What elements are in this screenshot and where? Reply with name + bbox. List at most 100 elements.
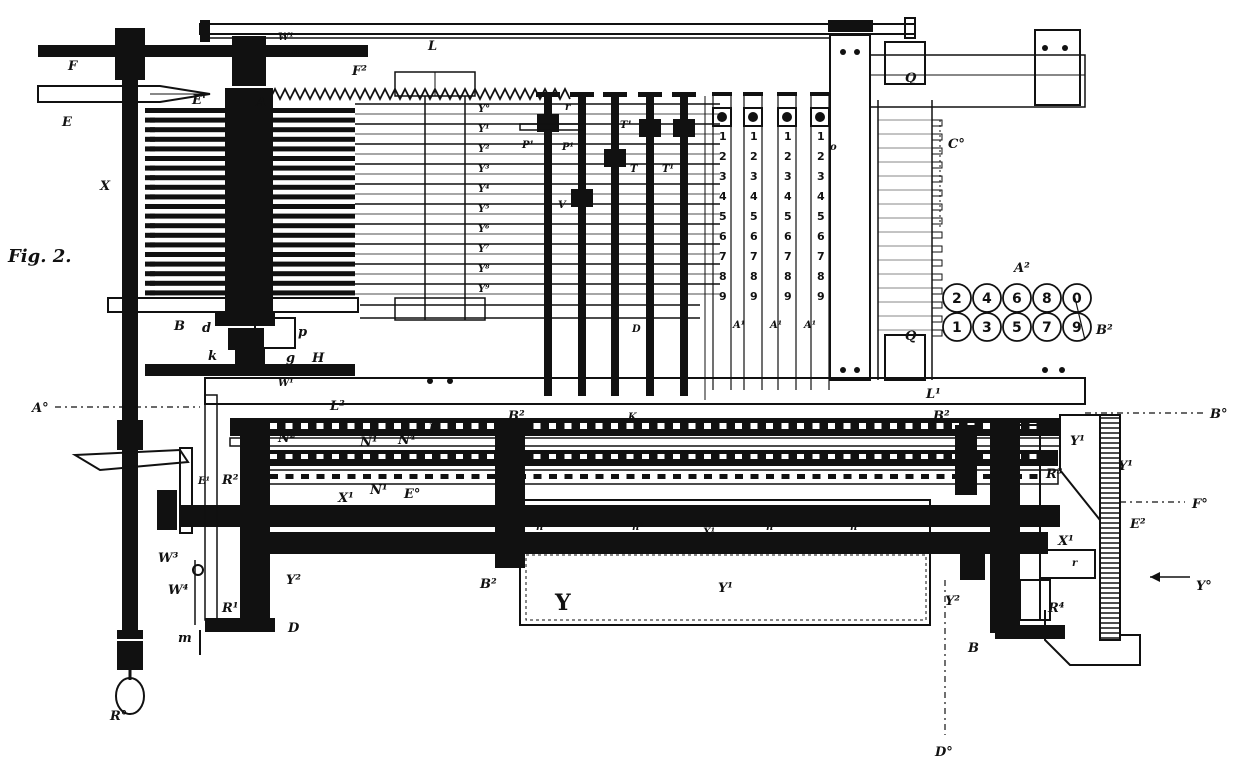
comb-tooth-end <box>145 252 155 257</box>
label-C0: C° <box>948 137 965 152</box>
comb-tooth-end <box>145 175 155 181</box>
label-X2: X¹ <box>702 527 715 538</box>
dial-number: 5 <box>1012 320 1022 336</box>
label-T2: T <box>630 164 639 175</box>
middle-panel <box>355 71 720 321</box>
right-gear-sector <box>960 414 1141 666</box>
label-W3: W³ <box>158 551 179 566</box>
roller-dot <box>425 423 432 429</box>
label-Q-bottom: Q <box>905 329 917 344</box>
roller-dot <box>471 454 479 459</box>
rod-cap <box>638 92 662 97</box>
column-digit: 6 <box>817 230 825 243</box>
roller-dot <box>859 474 867 479</box>
column-digit: 2 <box>784 150 792 163</box>
column-digit: 7 <box>719 250 727 263</box>
roller-dot <box>471 423 479 429</box>
roller-dot <box>735 454 742 459</box>
crank-handle <box>71 447 204 655</box>
dial <box>1062 283 1092 313</box>
roller-dot <box>425 454 432 459</box>
column-digit: 2 <box>719 150 727 163</box>
dial-number: 1 <box>952 320 962 336</box>
top-bar-L <box>199 17 916 42</box>
roller-dot <box>735 423 742 429</box>
roller-dot <box>750 474 759 479</box>
comb-tooth-end <box>145 280 155 286</box>
column-digit: 7 <box>784 250 792 263</box>
label-W4: W⁴ <box>168 583 189 598</box>
roller-dot <box>890 423 897 429</box>
comb-tooth-end <box>145 271 155 277</box>
label-E0: E° <box>403 487 420 502</box>
roller-dot <box>394 474 402 479</box>
column-cap <box>810 92 830 96</box>
label-Y2: Y² <box>286 573 301 588</box>
column-digit: 8 <box>750 270 758 283</box>
roller-dot <box>549 423 556 429</box>
label-R1: R¹ <box>221 601 239 616</box>
roller-dot <box>533 474 542 479</box>
roller-dot <box>874 474 883 479</box>
roller-dot <box>378 423 386 429</box>
roller-dot <box>750 454 758 459</box>
column-digit: 3 <box>817 170 825 183</box>
roller-dot <box>611 454 618 459</box>
comb-tooth-end <box>145 165 155 171</box>
label-R2: R² <box>221 473 239 488</box>
label-V: V <box>558 200 567 211</box>
label-d: d <box>202 321 211 336</box>
dial-number: 0 <box>1072 291 1082 307</box>
label-Y3: Y² <box>945 594 960 609</box>
label-p: p <box>298 325 307 340</box>
frame-slot <box>931 273 943 281</box>
dial <box>942 312 972 342</box>
roller-dot <box>270 454 277 459</box>
label-F2: F² <box>351 64 367 79</box>
column-cap <box>743 92 763 96</box>
rod-cap <box>570 92 594 97</box>
rod-label: Y⁶ <box>478 224 490 235</box>
column-digit: 7 <box>817 250 825 263</box>
roller-dot <box>626 454 634 459</box>
label-D: D <box>287 621 300 636</box>
roller-dot <box>657 454 665 459</box>
roller-dot <box>363 423 370 429</box>
comb-tooth-end <box>145 117 155 123</box>
vertical-rod <box>646 96 654 396</box>
top-gear-rod <box>38 28 368 86</box>
frame-slot <box>931 147 943 155</box>
roller-dot <box>921 474 929 479</box>
figure-caption: Fig. 2. <box>7 246 72 267</box>
roller-dot <box>673 474 681 479</box>
label-H: H <box>311 351 325 366</box>
comb-tooth-end <box>145 127 155 133</box>
label-n: n <box>292 46 299 57</box>
rod-label: Y° <box>478 104 490 115</box>
rod-gear <box>673 119 695 137</box>
roller-dot <box>580 423 587 429</box>
label-r: r <box>565 102 571 113</box>
right-frame <box>829 29 1086 381</box>
comb-tooth-end <box>145 242 155 248</box>
roller-dot <box>936 474 945 479</box>
roller-dot <box>471 474 480 479</box>
comb-tooth-end <box>145 108 155 113</box>
column-head-dot <box>748 112 758 122</box>
roller-dot <box>859 454 866 459</box>
frame-slot <box>931 119 943 127</box>
column-digit: 3 <box>719 170 727 183</box>
dial <box>942 283 972 313</box>
label-E: E <box>61 115 73 130</box>
rod-E <box>37 85 211 103</box>
column-digit: 6 <box>719 230 727 243</box>
roller-dot <box>409 423 417 429</box>
roller-dot <box>409 474 418 479</box>
frame-slot <box>931 217 943 225</box>
roller-dot <box>580 454 587 459</box>
label-Y0: Y° <box>1196 579 1212 594</box>
label-g: g <box>286 351 295 366</box>
comb-tooth-end <box>145 184 155 190</box>
label-A: A <box>254 95 266 110</box>
roller-dot <box>487 474 495 479</box>
